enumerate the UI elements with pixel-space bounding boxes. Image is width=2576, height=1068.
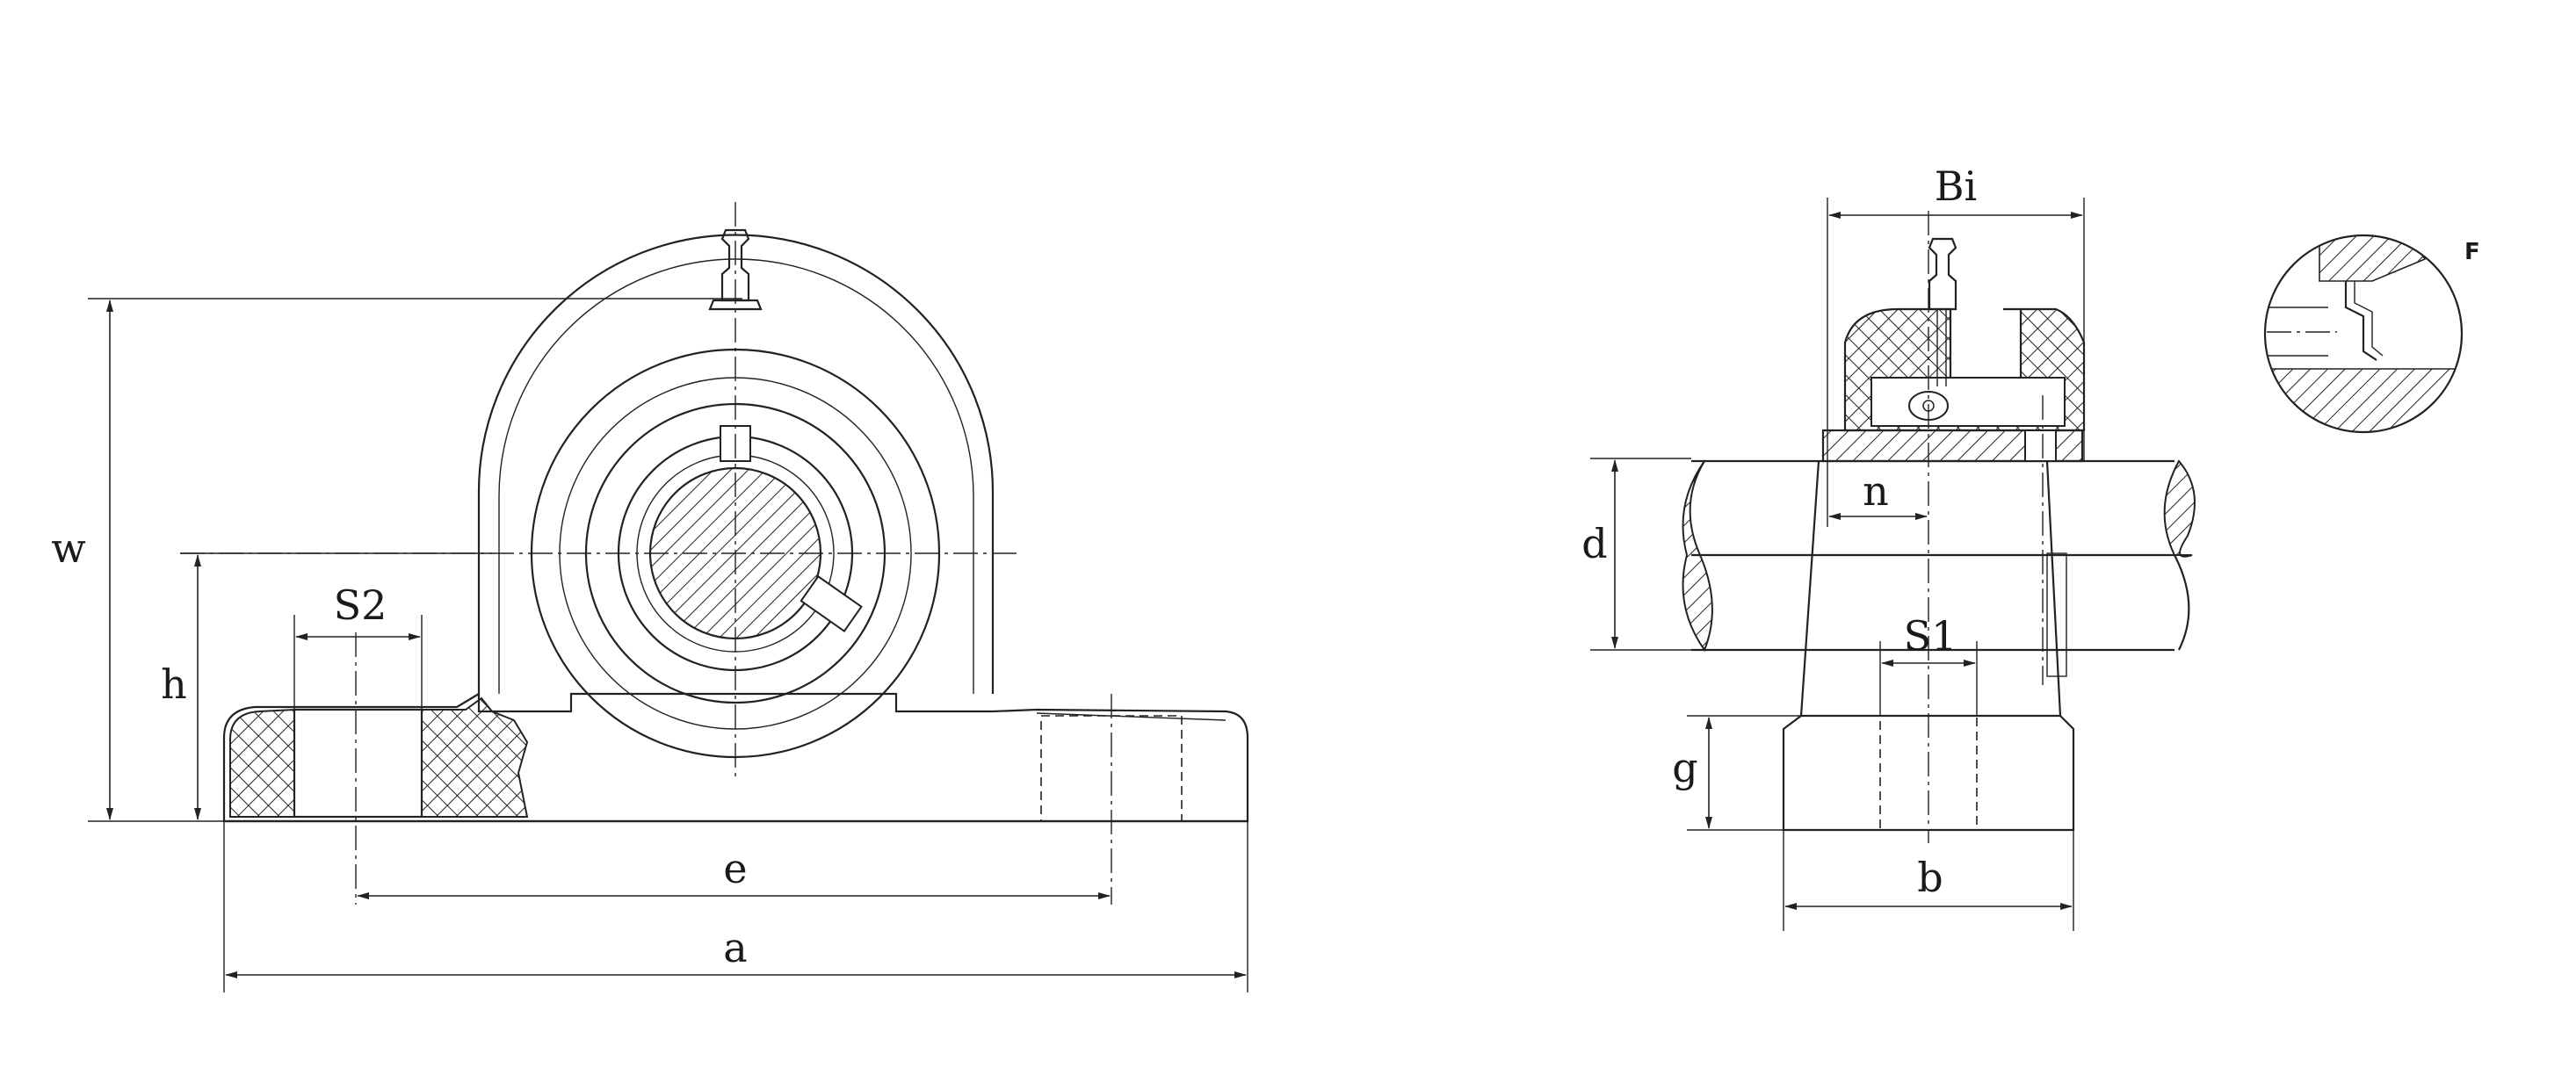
dim-a-label: a <box>723 924 747 971</box>
detail-f-label: F <box>2464 239 2480 265</box>
left-base-section <box>229 708 295 818</box>
dim-bi-label: Bi <box>1935 162 1978 210</box>
shaft-right-break <box>2163 459 2196 558</box>
side-grease-nipple <box>1928 237 1957 311</box>
pedestal-outline <box>1799 460 2062 718</box>
set-screw-side <box>800 574 863 632</box>
dim-s2-label: S2 <box>334 581 387 629</box>
dim-g-label: g <box>1672 744 1697 791</box>
detail-circle <box>2263 234 2464 434</box>
housing-inner-outline <box>498 258 974 694</box>
grease-nipple <box>720 228 750 302</box>
detail-f: F <box>2263 234 2480 434</box>
left-base-section-2 <box>421 696 529 818</box>
nipple-seat <box>708 299 763 311</box>
side-cap <box>2046 552 2067 677</box>
right-slot-top <box>1036 712 1226 721</box>
base-outline <box>222 692 1249 823</box>
bearing-insert <box>1870 377 2066 427</box>
right-bolt-hole <box>1040 715 1183 822</box>
side-view: Bi d n S1 g b <box>1581 162 2196 931</box>
dim-n-label: n <box>1863 467 1889 515</box>
dim-w-label: w <box>51 524 85 572</box>
left-bolt-hole <box>293 708 423 819</box>
dim-h-label: h <box>161 660 187 708</box>
dim-e-label: e <box>723 845 747 892</box>
dim-b-label: b <box>1917 854 1943 901</box>
dim-d-label: d <box>1581 520 1607 567</box>
side-set-screw <box>2024 429 2057 462</box>
shaft-left-break <box>1682 460 1713 653</box>
dim-s1-label: S1 <box>1904 612 1957 660</box>
front-view: w h S2 e a <box>51 202 1249 992</box>
